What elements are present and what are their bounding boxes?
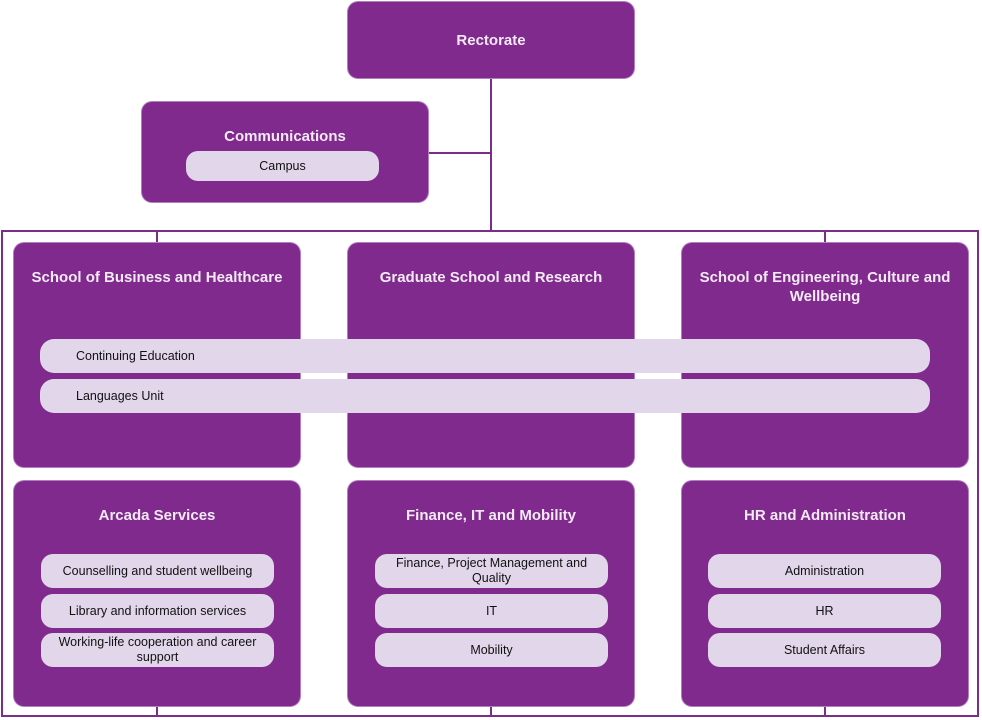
hr-administration-title: HR and Administration [744,507,906,524]
unit-hr[interactable]: HR [708,594,941,628]
graduate-school-research-title: Graduate School and Research [379,269,603,286]
hr-administration-box[interactable]: HR and Administration Administration HR … [682,481,968,706]
connector-center-bottom [490,706,492,717]
connector-right-top [824,230,826,243]
connector-left-top [156,230,158,243]
connector-left-bottom [156,706,158,717]
unit-administration[interactable]: Administration [708,554,941,588]
unit-it[interactable]: IT [375,594,608,628]
rectorate-title: Rectorate [456,32,526,49]
unit-campus[interactable]: Campus [186,151,379,181]
unit-finance-project-quality[interactable]: Finance, Project Management and Quality [375,554,608,588]
unit-counselling[interactable]: Counselling and student wellbeing [41,554,274,588]
rectorate-box[interactable]: Rectorate [348,2,634,78]
arcada-services-box[interactable]: Arcada Services Counselling and student … [14,481,300,706]
unit-working-life[interactable]: Working-life cooperation and career supp… [41,633,274,667]
arcada-services-title: Arcada Services [98,507,216,524]
unit-library[interactable]: Library and information services [41,594,274,628]
finance-it-mobility-box[interactable]: Finance, IT and Mobility Finance, Projec… [348,481,634,706]
unit-languages[interactable]: Languages Unit [40,379,930,413]
connector-communications [428,152,491,154]
school-business-healthcare-title: School of Business and Healthcare [31,269,283,286]
unit-continuing-education[interactable]: Continuing Education [40,339,930,373]
connector-rectorate-vertical [490,78,492,232]
communications-box[interactable]: Communications Campus [142,102,428,202]
connector-right-bottom [824,706,826,717]
finance-it-mobility-title: Finance, IT and Mobility [405,507,576,524]
school-engineering-culture-wellbeing-title: School of Engineering, Culture and Wellb… [699,269,951,305]
unit-mobility[interactable]: Mobility [375,633,608,667]
communications-title: Communications [224,128,346,145]
unit-student-affairs[interactable]: Student Affairs [708,633,941,667]
